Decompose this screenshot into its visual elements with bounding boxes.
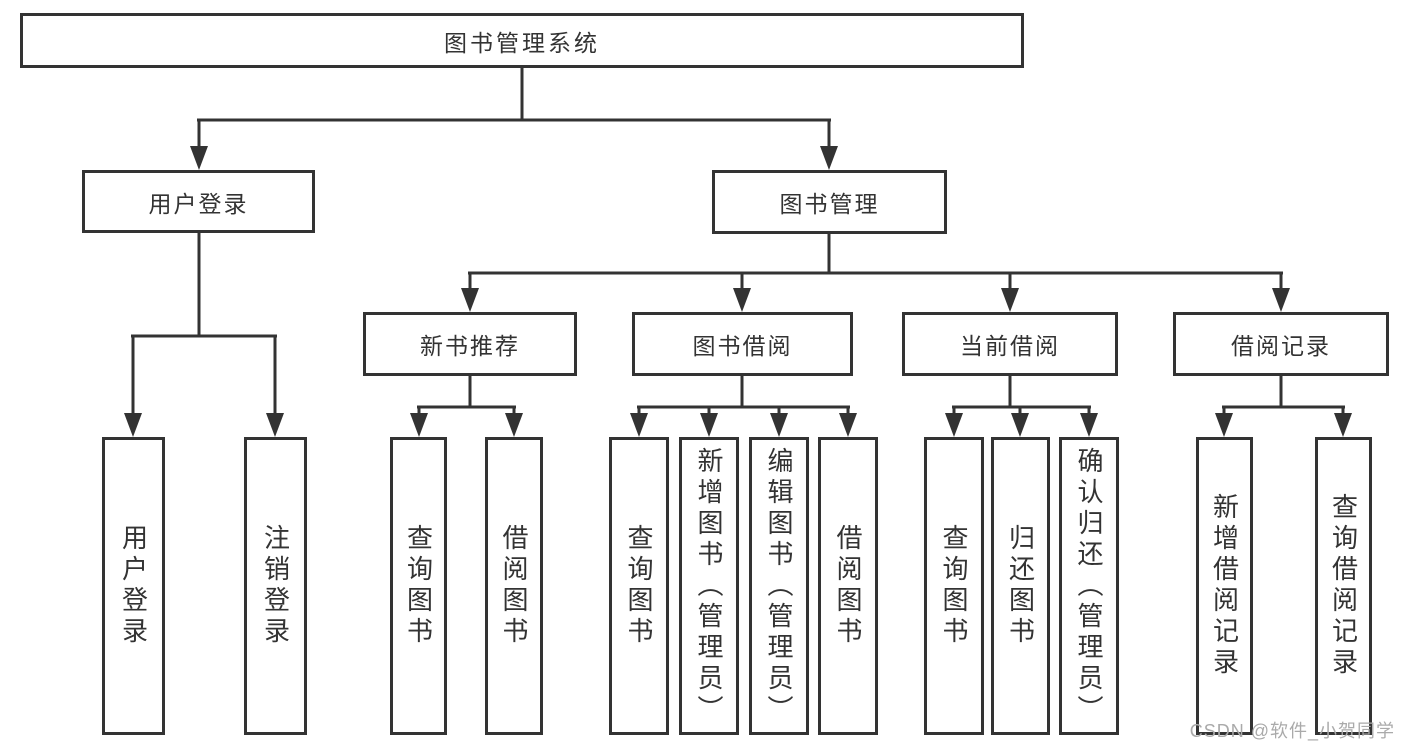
leaf-user-login: 用户登录 (102, 437, 165, 735)
node-borrow-record: 借阅记录 (1173, 312, 1389, 376)
node-current-borrow-label: 当前借阅 (960, 333, 1060, 359)
node-book-borrow-label: 图书借阅 (692, 333, 793, 359)
node-user-login-branch: 用户登录 (82, 170, 315, 233)
leaf-recommend-borrow-book: 借阅图书 (485, 437, 543, 735)
leaf-borrow-borrow-book-label: 借阅图书 (833, 524, 863, 648)
node-system-root-label: 图书管理系统 (444, 29, 600, 56)
leaf-record-add-borrow-record: 新增借阅记录 (1196, 437, 1253, 735)
node-user-login-branch-label: 用户登录 (148, 190, 249, 217)
leaf-recommend-query-book: 查询图书 (390, 437, 447, 735)
leaf-record-query-borrow-record: 查询借阅记录 (1315, 437, 1372, 735)
leaf-current-query-book: 查询图书 (924, 437, 984, 735)
leaf-record-add-borrow-record-label: 新增借阅记录 (1209, 493, 1240, 679)
leaf-borrow-query-book-label: 查询图书 (624, 524, 654, 648)
leaf-recommend-borrow-book-label: 借阅图书 (499, 524, 529, 648)
leaf-user-logout-label: 注销登录 (260, 524, 291, 648)
leaf-borrow-borrow-book: 借阅图书 (818, 437, 878, 735)
leaf-borrow-query-book: 查询图书 (609, 437, 669, 735)
node-book-management-branch-label: 图书管理 (779, 191, 880, 217)
node-borrow-record-label: 借阅记录 (1231, 333, 1331, 359)
leaf-borrow-edit-book-admin: 编辑图书（管理员） (749, 437, 809, 735)
node-book-management-branch: 图书管理 (712, 170, 947, 234)
leaf-borrow-edit-book-admin-label: 编辑图书（管理员） (764, 446, 794, 726)
node-new-book-recommend: 新书推荐 (363, 312, 577, 376)
leaf-current-confirm-return-admin-label: 确认归还（管理员） (1074, 446, 1104, 726)
leaf-current-return-book: 归还图书 (991, 437, 1050, 735)
leaf-current-return-book-label: 归还图书 (1005, 524, 1036, 648)
leaf-user-logout: 注销登录 (244, 437, 307, 735)
leaf-current-confirm-return-admin: 确认归还（管理员） (1059, 437, 1119, 735)
leaf-borrow-add-book-admin-label: 新增图书（管理员） (694, 446, 724, 726)
node-system-root: 图书管理系统 (20, 13, 1024, 68)
node-new-book-recommend-label: 新书推荐 (420, 333, 520, 359)
leaf-current-query-book-label: 查询图书 (939, 524, 969, 648)
node-book-borrow: 图书借阅 (632, 312, 853, 376)
node-current-borrow: 当前借阅 (902, 312, 1118, 376)
leaf-recommend-query-book-label: 查询图书 (403, 524, 434, 648)
leaf-record-query-borrow-record-label: 查询借阅记录 (1328, 493, 1359, 679)
csdn-watermark: CSDN @软件_小贺同学 (1189, 721, 1395, 741)
leaf-borrow-add-book-admin: 新增图书（管理员） (679, 437, 739, 735)
leaf-user-login-label: 用户登录 (118, 524, 149, 648)
